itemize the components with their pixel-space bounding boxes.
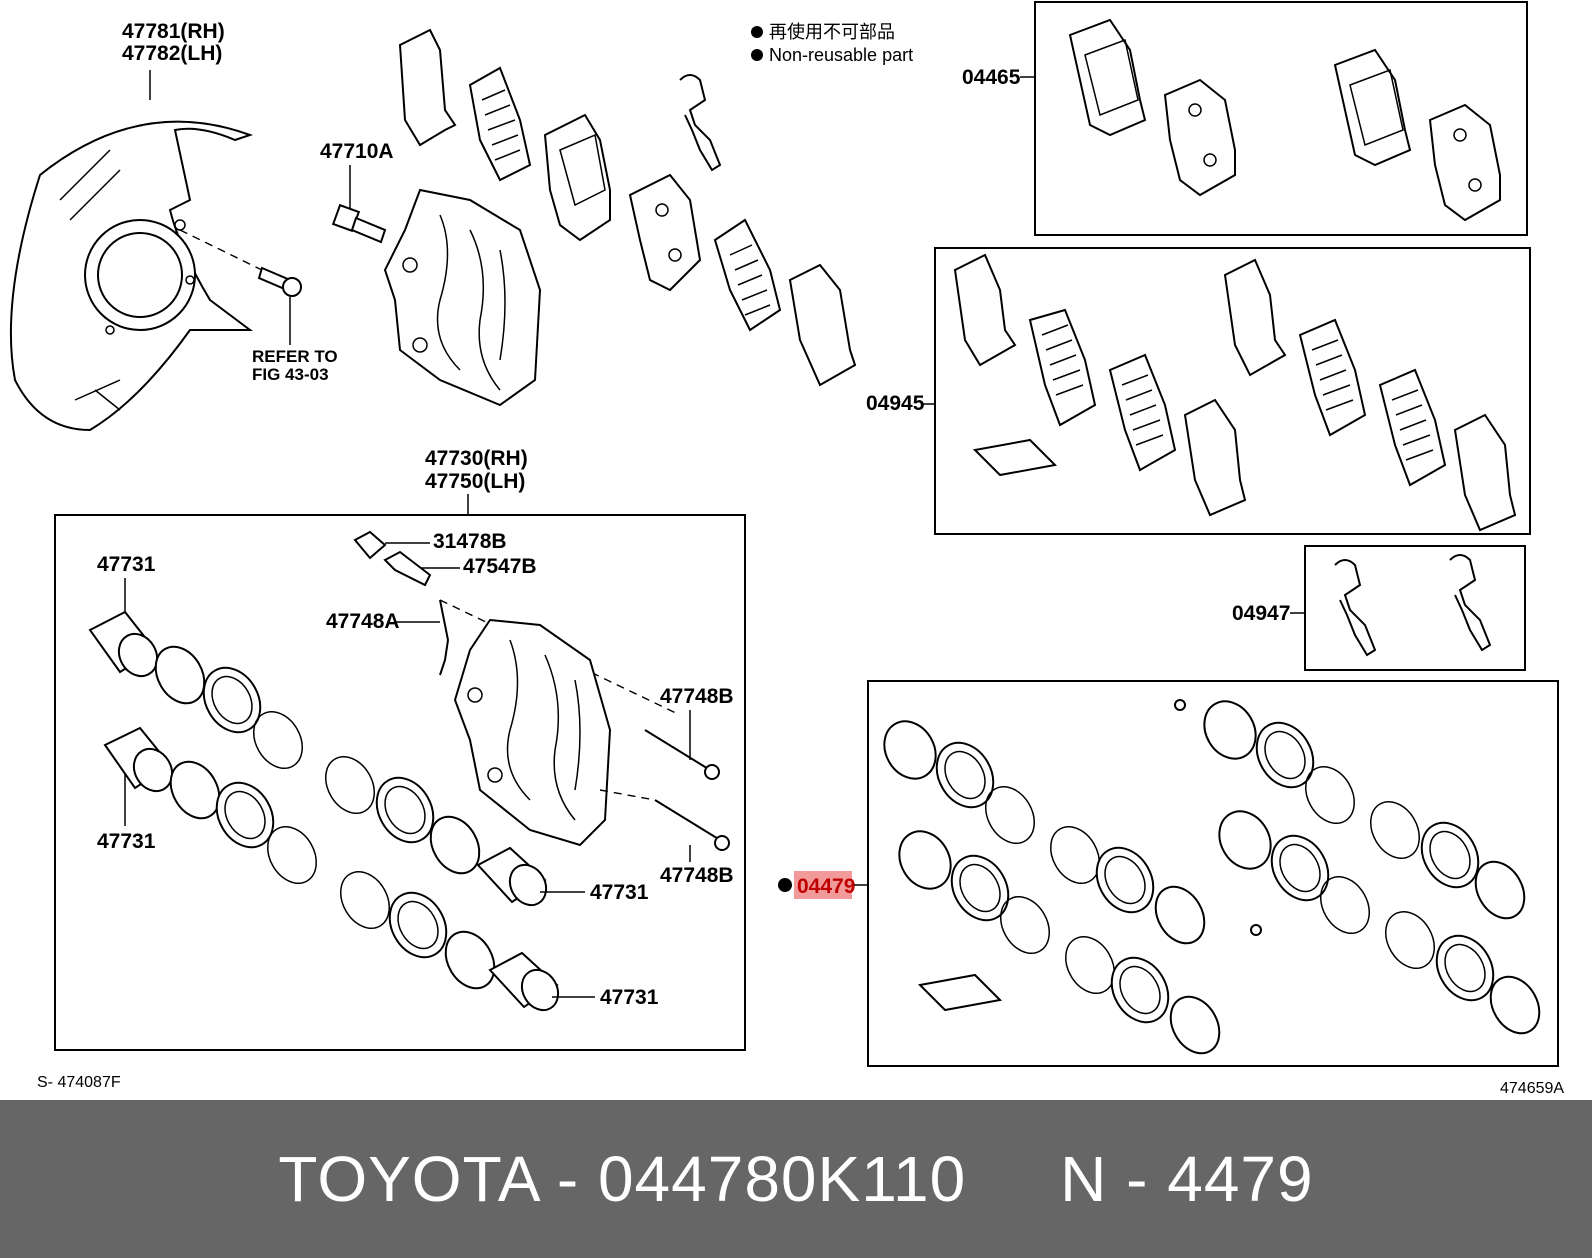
footer-part-number: TOYOTA - 044780K110 N - 4479 (278, 1143, 1314, 1215)
seal-kit-bullet (778, 878, 792, 892)
seal-kit-highlight (794, 871, 852, 899)
piston-mid (476, 846, 548, 907)
box-caliper-assembly (54, 514, 746, 1051)
label-bolt: 47710A (320, 140, 394, 163)
legend-japanese: 再使用不可部品 (769, 22, 895, 42)
upper-spring (679, 74, 722, 172)
label-pin-top: 47748B (660, 685, 734, 708)
piston-left-bottom (103, 726, 174, 793)
label-seal-kit[interactable]: 04479 (797, 875, 855, 898)
label-piston-top: 47731 (97, 553, 156, 576)
pad-kit-a-parts (1068, 18, 1501, 222)
bleeder-plug (383, 550, 432, 587)
box-pad-kit-a (1034, 1, 1528, 236)
label-pin-bottom: 47748B (660, 864, 734, 887)
legend-english: Non-reusable part (769, 45, 913, 65)
label-shield-lh: 47782(LH) (122, 42, 222, 65)
pin-clip (439, 599, 450, 676)
seal-kit-parts (883, 699, 1541, 1055)
caliper-body-upper (383, 188, 542, 407)
pin-top (644, 729, 720, 780)
label-bleeder-plug: 47547B (463, 555, 537, 578)
footer-bar: TOYOTA - 044780K110 N - 4479 (0, 1100, 1592, 1258)
piston-bottom (488, 951, 560, 1012)
shield-bolt (257, 266, 302, 297)
label-refer-line2: FIG 43-03 (252, 365, 329, 384)
label-piston-mid: 47731 (590, 881, 649, 904)
code-left: S- 474087F (37, 1074, 121, 1091)
seal-rings-center (325, 756, 496, 990)
code-right: 474659A (1500, 1080, 1564, 1097)
label-spring-kit: 04947 (1232, 602, 1290, 625)
bleeder-cap (353, 530, 387, 560)
legend: 再使用不可部品 Non-reusable part (751, 22, 913, 65)
caliper-body-lower (453, 618, 612, 847)
label-refer-line1: REFER TO (252, 347, 338, 366)
label-caliper-rh: 47730(RH) (425, 447, 528, 470)
upper-pad-chain (398, 28, 857, 387)
box-pad-kit-b (934, 247, 1531, 535)
label-caliper-lh: 47750(LH) (425, 470, 525, 493)
caliper-bolt (331, 203, 387, 244)
legend-bullet-en (751, 49, 763, 61)
label-shield-rh: 47781(RH) (122, 20, 225, 43)
brake-caliper-diagram: 47781(RH) 47782(LH) REFER TO FIG 43-03 4… (9, 1, 1564, 1097)
pin-bottom (654, 799, 730, 851)
box-spring-kit (1304, 545, 1526, 671)
dust-shield (9, 120, 254, 432)
label-pad-kit-b: 04945 (866, 392, 925, 415)
spring-kit-parts (1334, 554, 1492, 657)
label-pin-clip: 47748A (326, 610, 400, 633)
label-piston-bottom: 47731 (600, 986, 659, 1009)
label-pad-kit-a: 04465 (962, 66, 1021, 89)
label-piston-left-bottom: 47731 (97, 830, 156, 853)
pad-kit-b-parts (953, 253, 1517, 532)
piston-top (88, 610, 159, 678)
legend-bullet-jp (751, 26, 763, 38)
box-seal-kit (867, 680, 1559, 1067)
seal-rings-left (154, 645, 317, 884)
label-bleeder-cap: 31478B (433, 530, 507, 553)
